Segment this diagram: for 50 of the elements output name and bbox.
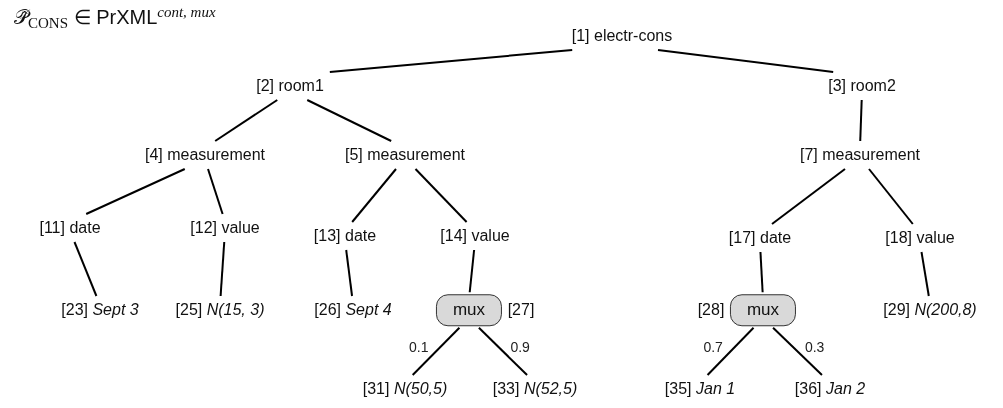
- connector-line: [772, 326, 823, 376]
- connector-line: [468, 249, 476, 294]
- connector-line: [207, 168, 224, 215]
- node-label: [1] electr-cons: [571, 24, 673, 48]
- connector-line: [306, 99, 393, 142]
- connector-line: [477, 326, 529, 376]
- connector-line: [759, 251, 764, 294]
- connector-line: [351, 168, 397, 223]
- node-label: [12] value: [190, 216, 260, 240]
- node-label: [4] measurement: [144, 143, 266, 167]
- node-label: [13] date: [313, 224, 377, 248]
- title: 𝒫̂$_{CONS}$ ∈ PrXML$^{cont, mux}$: [14, 2, 216, 32]
- mux-box: mux: [729, 294, 797, 326]
- edge-label: 0.3: [802, 339, 827, 354]
- node-label: [29] N(200,8): [883, 298, 977, 322]
- node-label: [35] Jan 1: [664, 377, 736, 401]
- node-label: [25] N(15, 3): [175, 298, 265, 322]
- connector-line: [214, 99, 279, 142]
- connector-line: [219, 241, 226, 297]
- node-label: [3] room2: [828, 74, 896, 98]
- node-label: [17] date: [728, 226, 792, 250]
- node-label: [11] date: [39, 216, 101, 240]
- edge-label: 0.9: [508, 339, 532, 354]
- node-label: [14] value: [440, 224, 510, 248]
- connector-line: [85, 168, 186, 215]
- edge-label: 0.7: [701, 339, 725, 354]
- edge-label: 0.1: [406, 339, 431, 354]
- node-label: [5] measurement: [344, 143, 466, 167]
- connector-line: [868, 168, 914, 225]
- mux-box: mux: [435, 294, 503, 326]
- index-label: [28]: [697, 300, 725, 320]
- index-label: [27]: [507, 300, 535, 320]
- connector-line: [657, 49, 835, 73]
- connector-line: [328, 49, 574, 73]
- node-label: [26] Sept 4: [314, 298, 392, 322]
- connector-line: [345, 249, 354, 297]
- connector-line: [73, 241, 98, 297]
- node-label: [2] room1: [256, 74, 324, 98]
- node-label: [31] N(50,5): [362, 377, 448, 401]
- node-label: [36] Jan 2: [794, 377, 866, 401]
- connector-line: [414, 168, 468, 223]
- node-label: [7] measurement: [799, 143, 921, 167]
- connector-line: [706, 326, 755, 376]
- connector-line: [920, 251, 930, 297]
- node-label: [33] N(52,5): [492, 377, 578, 401]
- connector-line: [411, 326, 461, 376]
- connector-line: [859, 99, 863, 142]
- node-label: [23] Sept 3: [61, 298, 139, 322]
- connector-line: [771, 168, 846, 225]
- node-label: [18] value: [885, 226, 955, 250]
